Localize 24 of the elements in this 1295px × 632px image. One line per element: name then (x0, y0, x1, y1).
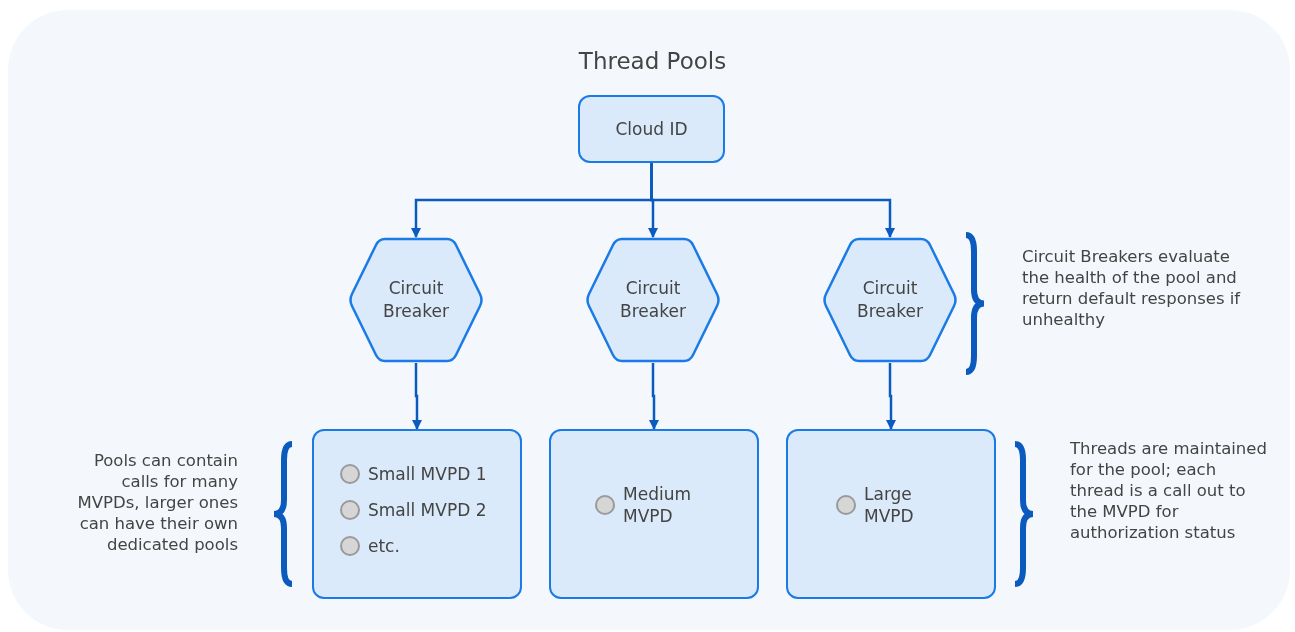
node-label: Circuit Breaker (856, 277, 924, 323)
diagram-title: Thread Pools (578, 48, 727, 74)
annotation-text: Threads are maintained for the pool; each thread is a call out to the MVPD for authorization status (1070, 438, 1268, 543)
process-box (578, 95, 725, 163)
pool-box (786, 429, 996, 599)
arrow (886, 363, 896, 430)
annotation-text: Pools can contain calls for many MVPDs, larger ones can have their own dedicated pools (76, 450, 238, 555)
arrow (412, 363, 422, 430)
hexagon-node (586, 237, 720, 363)
pool-item-text: Large MVPD (864, 483, 915, 527)
pool-box (312, 429, 522, 599)
arrow (650, 163, 895, 238)
node-label: Circuit Breaker (619, 277, 687, 323)
hexagon-node (349, 237, 483, 363)
arrow (649, 363, 659, 430)
hexagon-node (823, 237, 957, 363)
pool-item-text: Small MVPD 2 (368, 499, 487, 521)
pool-item-text: Medium MVPD (623, 483, 692, 527)
pool-item-text: Small MVPD 1 (368, 463, 487, 485)
node-label: Circuit Breaker (382, 277, 450, 323)
pool-item-text: etc. (368, 535, 400, 557)
node-label: Cloud ID (615, 117, 688, 141)
pool-box (549, 429, 759, 599)
annotation-text: Circuit Breakers evaluate the health of the pool and return default responses if unhealthy (1022, 246, 1242, 330)
